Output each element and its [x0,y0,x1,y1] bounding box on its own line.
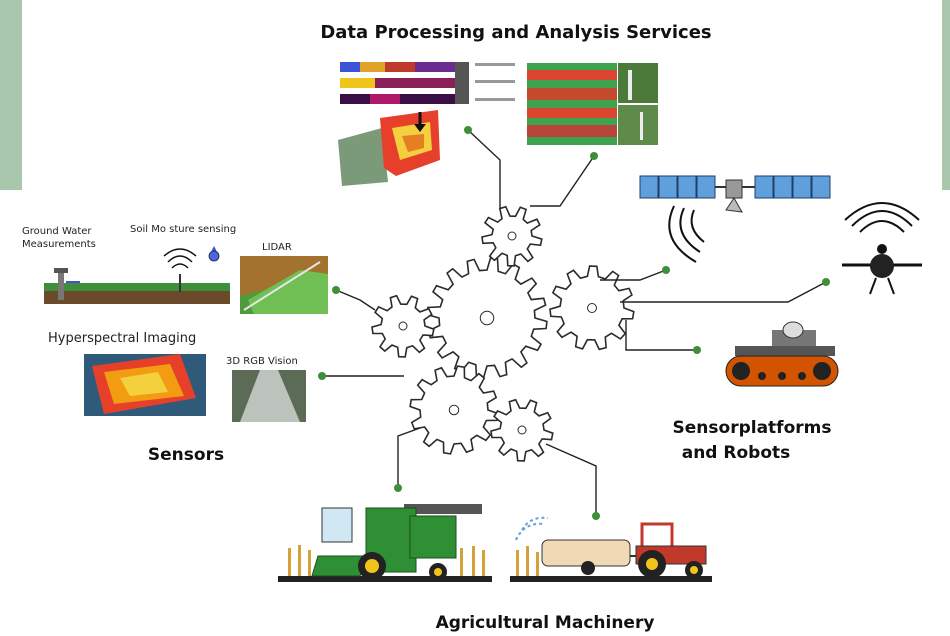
heading-machinery: Agricultural Machinery [436,613,655,633]
spectral-bars-image [340,62,515,104]
heading-sensors: Sensors [148,445,224,465]
signal-waves-icon [163,248,197,269]
tractor-icon [510,516,712,582]
heading-sensorplatforms-1: Sensorplatforms [673,418,832,438]
field-heatmap-image [338,110,440,186]
connector-lines [322,129,827,516]
connector-nodes [318,126,830,520]
label-lidar: LIDAR [262,242,292,253]
rgb-vision-image [232,370,306,422]
hyperspectral-image [84,354,206,416]
gear-hub [507,231,517,241]
heading-data-processing: Data Processing and Analysis Services [320,22,711,43]
ground-water-image [44,268,230,304]
label-soil-moisture: Soil Mo sture sensing [130,224,236,235]
robot-icon [725,321,839,387]
label-hyperspectral: Hyperspectral Imaging [48,331,196,346]
signal-waves-icon [668,205,705,263]
heading-sensorplatforms-2: and Robots [682,443,791,463]
crop-analysis-image [527,63,658,145]
panel-top [22,0,942,190]
gear-hub [448,404,460,416]
lidar-image [240,256,328,314]
label-ground-water-2: Measurements [22,239,96,250]
gear-hub [479,310,495,326]
satellite-icon [639,175,831,213]
drone-icon [842,202,922,295]
label-ground-water-1: Ground Water [22,226,92,237]
gear-hub [517,425,527,435]
gear-cluster [371,205,635,462]
water-drop-icon [208,246,220,262]
combine-harvester-icon [278,504,492,582]
gear-hub [398,321,408,331]
label-rgb-vision: 3D RGB Vision [226,356,298,367]
gear-hub [587,303,597,313]
